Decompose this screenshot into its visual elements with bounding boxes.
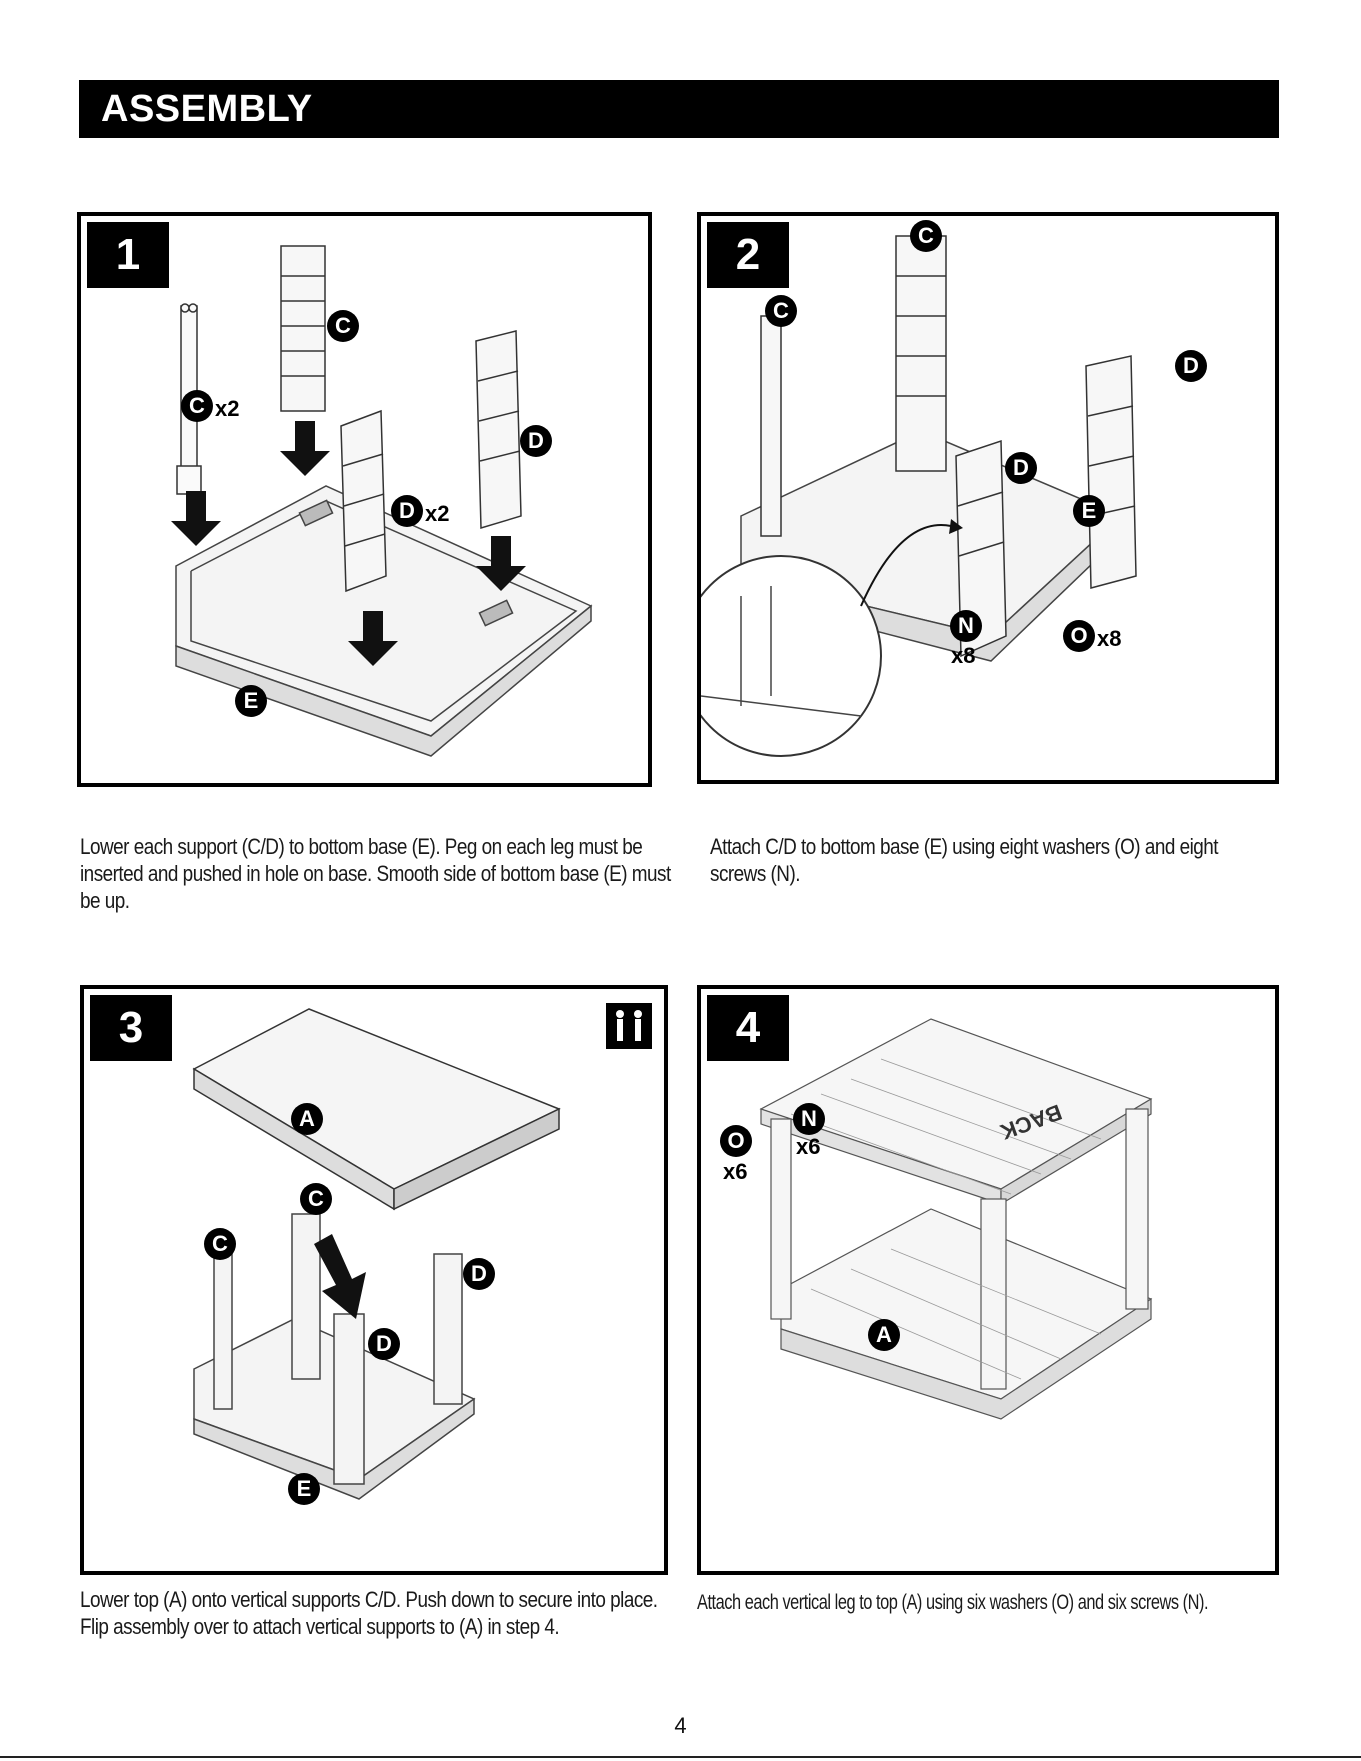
section-header: ASSEMBLY	[79, 80, 1279, 138]
step-4-qty-o: x6	[723, 1159, 747, 1184]
step-3-label-a: A	[299, 1106, 315, 1131]
step-2-label-d-right: D	[1183, 353, 1199, 378]
step-1-qty-d: x2	[425, 501, 449, 526]
step-3-label-e: E	[297, 1476, 312, 1501]
step-3-illustration: A C C D D E	[192, 1003, 652, 1505]
step-4-illustration: BACK N x6 O x6 A	[720, 1018, 1153, 1420]
step-1-qty-c: x2	[215, 396, 239, 421]
step-2-label-e: E	[1082, 498, 1097, 523]
step-4-label-o: O	[727, 1128, 744, 1153]
step-1-label-d2: D	[399, 498, 415, 523]
step-2-illustration: C C D D E N x8 O x8	[701, 220, 1207, 757]
footer-rule	[0, 1756, 1361, 1758]
step-4-label-a: A	[876, 1322, 892, 1347]
step-2-label-c-top: C	[918, 223, 934, 248]
step-1-caption: Lower each support (C/D) to bottom base …	[80, 834, 671, 913]
step-4-panel: BACK N x6 O x6 A 4	[697, 985, 1279, 1575]
step-2-panel: C C D D E N x8 O x8 2	[697, 212, 1279, 784]
step-3-label-d-mid: D	[376, 1331, 392, 1356]
step-2-caption: Attach C/D to bottom base (E) using eigh…	[710, 834, 1219, 886]
step-1-label-c: C	[189, 393, 205, 418]
step-4-label-n: N	[801, 1106, 817, 1131]
step-2-label-o: O	[1070, 623, 1087, 648]
two-person-lift-icon	[606, 1003, 652, 1049]
step-3-label-c-left: C	[212, 1231, 228, 1256]
step-1-label-e: E	[244, 688, 259, 713]
step-2-number: 2	[707, 222, 789, 288]
step-1-number: 1	[87, 222, 169, 288]
step-1-illustration: C x2 C D D x2 E	[171, 245, 593, 757]
step-3-label-c-top: C	[308, 1186, 324, 1211]
step-2-label-d-mid: D	[1013, 455, 1029, 480]
step-3-panel: A C C D D E 3	[80, 985, 668, 1575]
step-4-caption: Attach each vertical leg to top (A) usin…	[697, 1591, 1209, 1614]
step-3-number: 3	[90, 995, 172, 1061]
step-2-label-c-left: C	[773, 298, 789, 323]
section-title: ASSEMBLY	[101, 88, 313, 130]
step-1-label-d: D	[528, 428, 544, 453]
page-number: 4	[674, 1713, 687, 1738]
step-2-qty-n: x8	[951, 643, 975, 668]
step-1-panel: C x2 C D D x2 E 1	[77, 212, 652, 787]
step-2-qty-o: x8	[1097, 626, 1121, 651]
step-4-qty-n: x6	[796, 1134, 820, 1159]
step-3-caption: Lower top (A) onto vertical supports C/D…	[80, 1587, 658, 1639]
step-3-label-d-right: D	[471, 1261, 487, 1286]
step-1-label-c2: C	[335, 313, 351, 338]
step-4-number: 4	[707, 995, 789, 1061]
step-2-label-n: N	[958, 613, 974, 638]
